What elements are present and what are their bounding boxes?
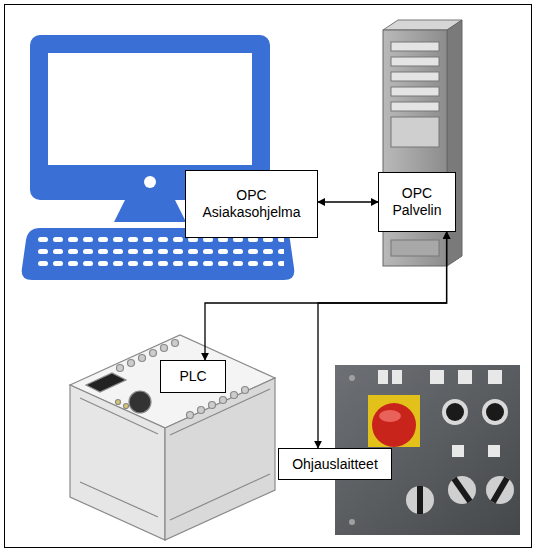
node-label: PLC — [179, 368, 206, 385]
node-label: OPC Palvelin — [387, 185, 447, 219]
plc-label-box: PLC — [160, 360, 226, 393]
arrow-connector — [318, 232, 447, 448]
node-label: OPC Asiakasohjelma — [194, 187, 309, 221]
node-label: Ohjauslaitteet — [292, 456, 378, 473]
devices-label-box: Ohjauslaitteet — [278, 448, 392, 480]
server-box: OPC Palvelin — [378, 172, 456, 232]
computer-icon — [22, 35, 295, 280]
arrow-connector — [205, 232, 447, 360]
client-box: OPC Asiakasohjelma — [185, 170, 318, 238]
plc-illustration — [70, 335, 275, 540]
arrow-connector — [318, 201, 378, 202]
frame — [5, 5, 532, 548]
